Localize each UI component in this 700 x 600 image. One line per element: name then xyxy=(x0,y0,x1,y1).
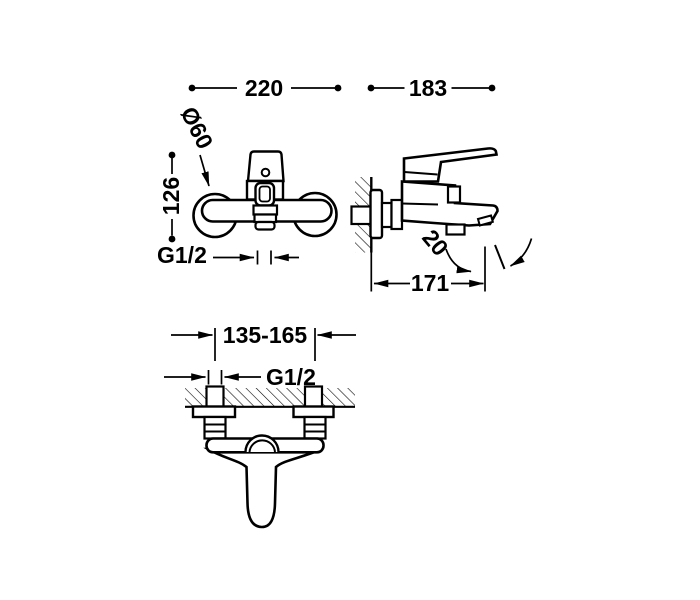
body-window-inner xyxy=(258,185,271,203)
dimension-spout-projection: 171 xyxy=(370,252,485,296)
handle-indicator-dot xyxy=(260,167,271,178)
dimension-bottom-thread: G1/2 xyxy=(164,364,316,390)
connector-stack-body xyxy=(203,415,227,440)
shower-outlet-stub xyxy=(445,223,466,236)
spout-projection-label: 171 xyxy=(411,270,450,296)
outlet-stub-band xyxy=(252,204,279,216)
connector-nut-2 xyxy=(390,198,404,231)
left-inlet xyxy=(205,385,225,409)
flange-side xyxy=(369,188,384,240)
leader-arrow xyxy=(199,154,210,187)
dimension-front-width: 220 xyxy=(188,75,342,101)
angle-reference-slanted xyxy=(494,244,506,270)
left-flange xyxy=(191,405,237,419)
front-width-label: 220 xyxy=(245,75,283,101)
dim-dot xyxy=(168,235,176,243)
mounting-distance-label: 135-165 xyxy=(223,322,308,348)
dimension-side-depth: 183 xyxy=(367,75,496,101)
right-connector-stack xyxy=(303,415,327,440)
handle-lever-front xyxy=(246,150,285,183)
right-inlet xyxy=(303,385,324,409)
lever-seam-line xyxy=(404,171,438,176)
side-view xyxy=(350,147,499,253)
bottom-view xyxy=(185,385,355,529)
handle-lever-side xyxy=(402,147,499,183)
left-connector-stack xyxy=(203,415,227,440)
connector-stack-body xyxy=(303,415,327,440)
dim-dot xyxy=(168,151,176,159)
outlet-stub-band xyxy=(253,213,278,224)
dimension-mounting-distance: 135-165 xyxy=(171,322,356,361)
front-thread-label: G1/2 xyxy=(157,242,207,268)
aerator-tip xyxy=(476,214,495,227)
side-depth-label: 183 xyxy=(409,75,447,101)
connector-nut-1 xyxy=(380,201,393,229)
supply-union xyxy=(350,205,373,226)
escutcheon-diameter-label: Ø60 xyxy=(176,102,219,153)
right-flange xyxy=(292,405,335,419)
angle-arc-arrow-left xyxy=(445,248,472,274)
diverter-knob xyxy=(446,185,462,204)
lever-dome-outer xyxy=(244,434,280,453)
dim-dot xyxy=(488,84,496,92)
front-view xyxy=(192,150,338,239)
dimension-front-thread: G1/2 xyxy=(157,242,299,268)
body-seam-line xyxy=(401,202,439,206)
lever-dome-inner xyxy=(248,439,276,453)
dim-dot xyxy=(334,84,342,92)
handle-paddle-bottom xyxy=(203,447,323,529)
front-height-label: 126 xyxy=(158,177,184,215)
angle-arc-arrow-right xyxy=(509,238,533,267)
outlet-stub-band xyxy=(254,220,276,231)
dimension-front-height: 126 xyxy=(158,151,184,243)
dimension-escutcheon-diameter: Ø60 xyxy=(176,102,219,187)
